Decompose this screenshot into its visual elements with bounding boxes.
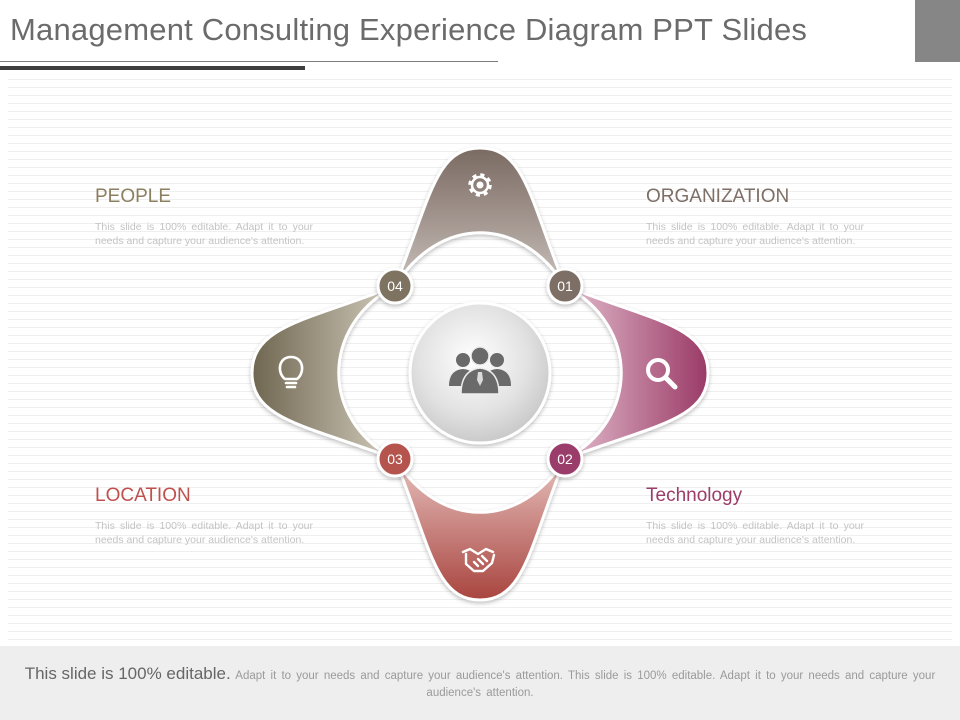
footer-text: This slide is 100% editable. Adapt it to… [20, 665, 940, 702]
badge-04-text: 04 [387, 278, 403, 294]
badge-01-text: 01 [557, 278, 573, 294]
footer-bar: This slide is 100% editable. Adapt it to… [0, 646, 960, 720]
people-group-icon [449, 346, 511, 395]
organization-label: ORGANIZATION [646, 186, 790, 207]
title-underline-thin [0, 61, 498, 62]
organization-description: This slide is 100% editable. Adapt it to… [646, 221, 864, 247]
petal-left [250, 284, 396, 461]
technology-description: This slide is 100% editable. Adapt it to… [646, 520, 864, 546]
badge-04: 04 [376, 267, 414, 305]
badge-03-text: 03 [387, 451, 403, 467]
badge-02: 02 [546, 440, 584, 478]
badge-01: 01 [546, 267, 584, 305]
search-icon [646, 358, 678, 390]
corner-block [915, 0, 960, 62]
people-label: PEOPLE [95, 186, 172, 207]
lightbulb-icon [278, 355, 304, 389]
location-label: LOCATION [95, 485, 191, 506]
petal-top [393, 146, 567, 287]
gear-icon [468, 173, 492, 197]
location-description: This slide is 100% editable. Adapt it to… [95, 520, 313, 546]
petal-bottom [393, 458, 567, 602]
slide-title: Management Consulting Experience Diagram… [10, 12, 808, 47]
handshake-icon [461, 547, 496, 573]
footer-lead: This slide is 100% editable. [24, 664, 231, 683]
technology-label: Technology [646, 485, 743, 506]
badge-03: 03 [376, 440, 414, 478]
people-description: This slide is 100% editable. Adapt it to… [95, 221, 313, 247]
badge-02-text: 02 [557, 451, 573, 467]
petal-right [564, 284, 710, 461]
title-underline-thick [0, 66, 305, 70]
footer-body: Adapt it to your needs and capture your … [235, 670, 936, 699]
